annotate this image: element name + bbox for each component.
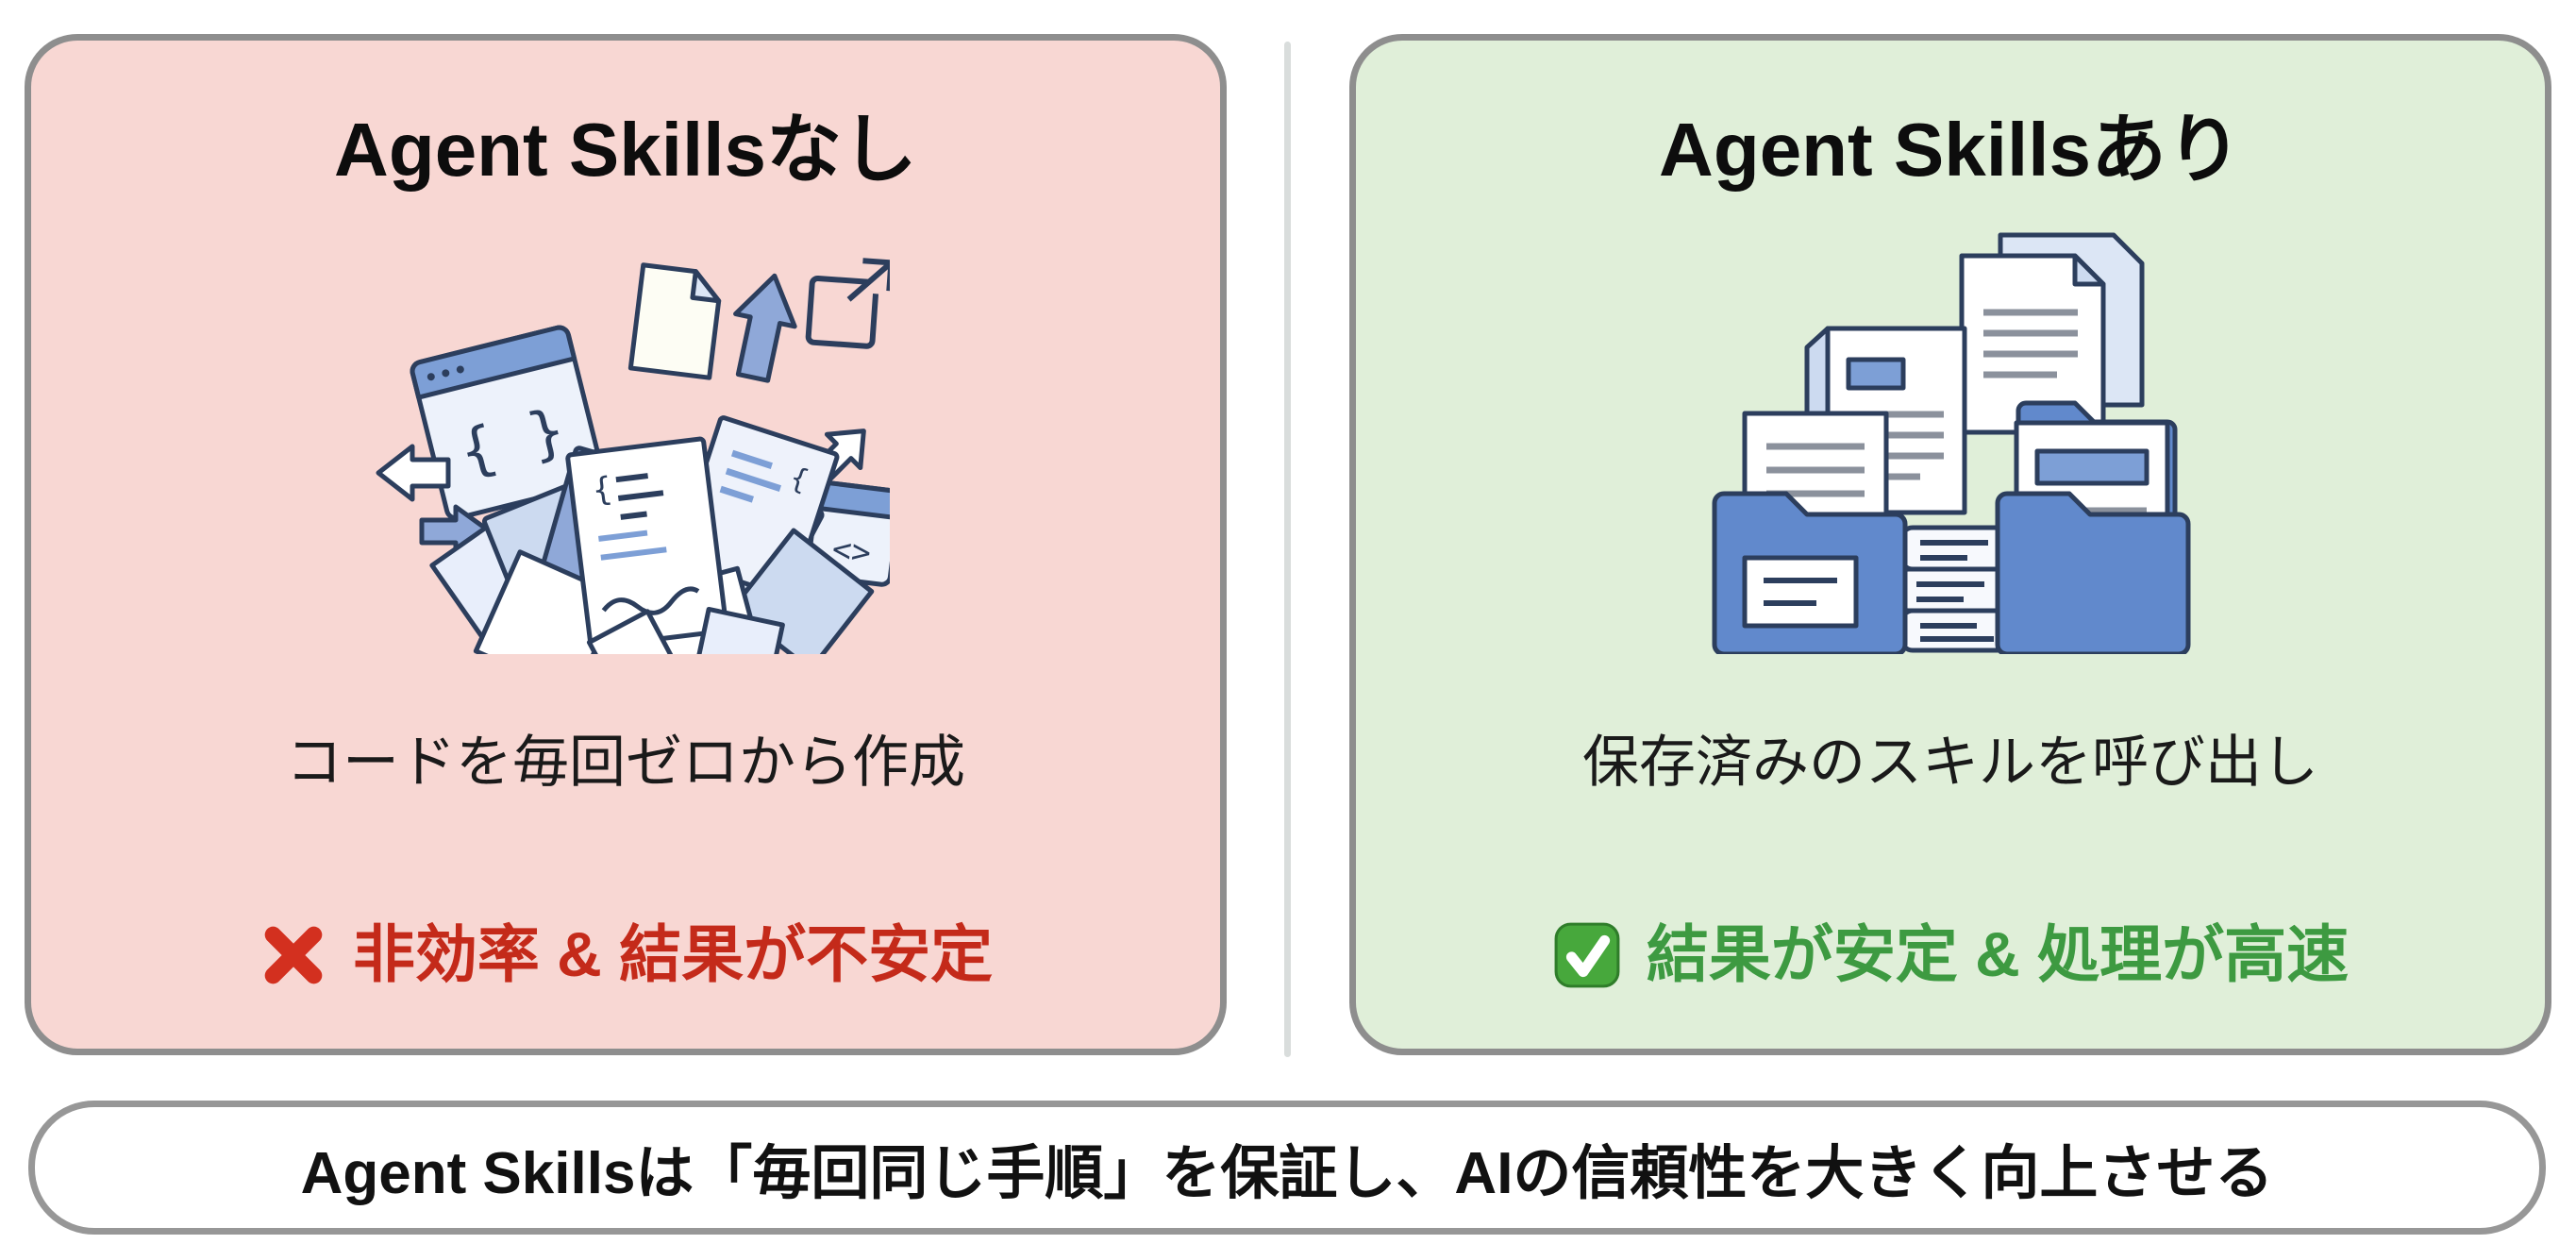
- panel-divider: [1284, 42, 1291, 1057]
- panel-without-skills: Agent Skillsなし { }: [25, 34, 1227, 1055]
- scattered-code-papers-illustration: { } <>: [376, 258, 890, 654]
- panel-caption: コードを毎回ゼロから作成: [286, 731, 965, 794]
- status-line: 結果が安定 & 処理が高速: [1552, 917, 2349, 992]
- conclusion-banner: Agent Skillsは「毎回同じ手順」を保証し、AIの信頼性を大きく向上させ…: [28, 1101, 2546, 1235]
- cross-mark-icon: [264, 926, 323, 983]
- panel-with-skills: Agent Skillsあり: [1349, 34, 2551, 1055]
- banner-text: Agent Skillsは「毎回同じ手順」を保証し、AIの信頼性を大きく向上させ…: [300, 1141, 2274, 1206]
- status-line: 非効率 & 結果が不安定: [259, 917, 993, 992]
- svg-text:{: {: [591, 470, 614, 510]
- status-text: 結果が安定 & 処理が高速: [1646, 919, 2350, 989]
- organized-skill-folders-illustration: [1712, 232, 2191, 654]
- panel-title: Agent Skillsあり: [1659, 108, 2242, 192]
- panel-caption: 保存済みのスキルを呼び出し: [1582, 731, 2318, 794]
- check-mark-icon: [1554, 922, 1620, 988]
- status-text: 非効率 & 結果が不安定: [352, 919, 994, 989]
- panel-title: Agent Skillsなし: [334, 108, 917, 192]
